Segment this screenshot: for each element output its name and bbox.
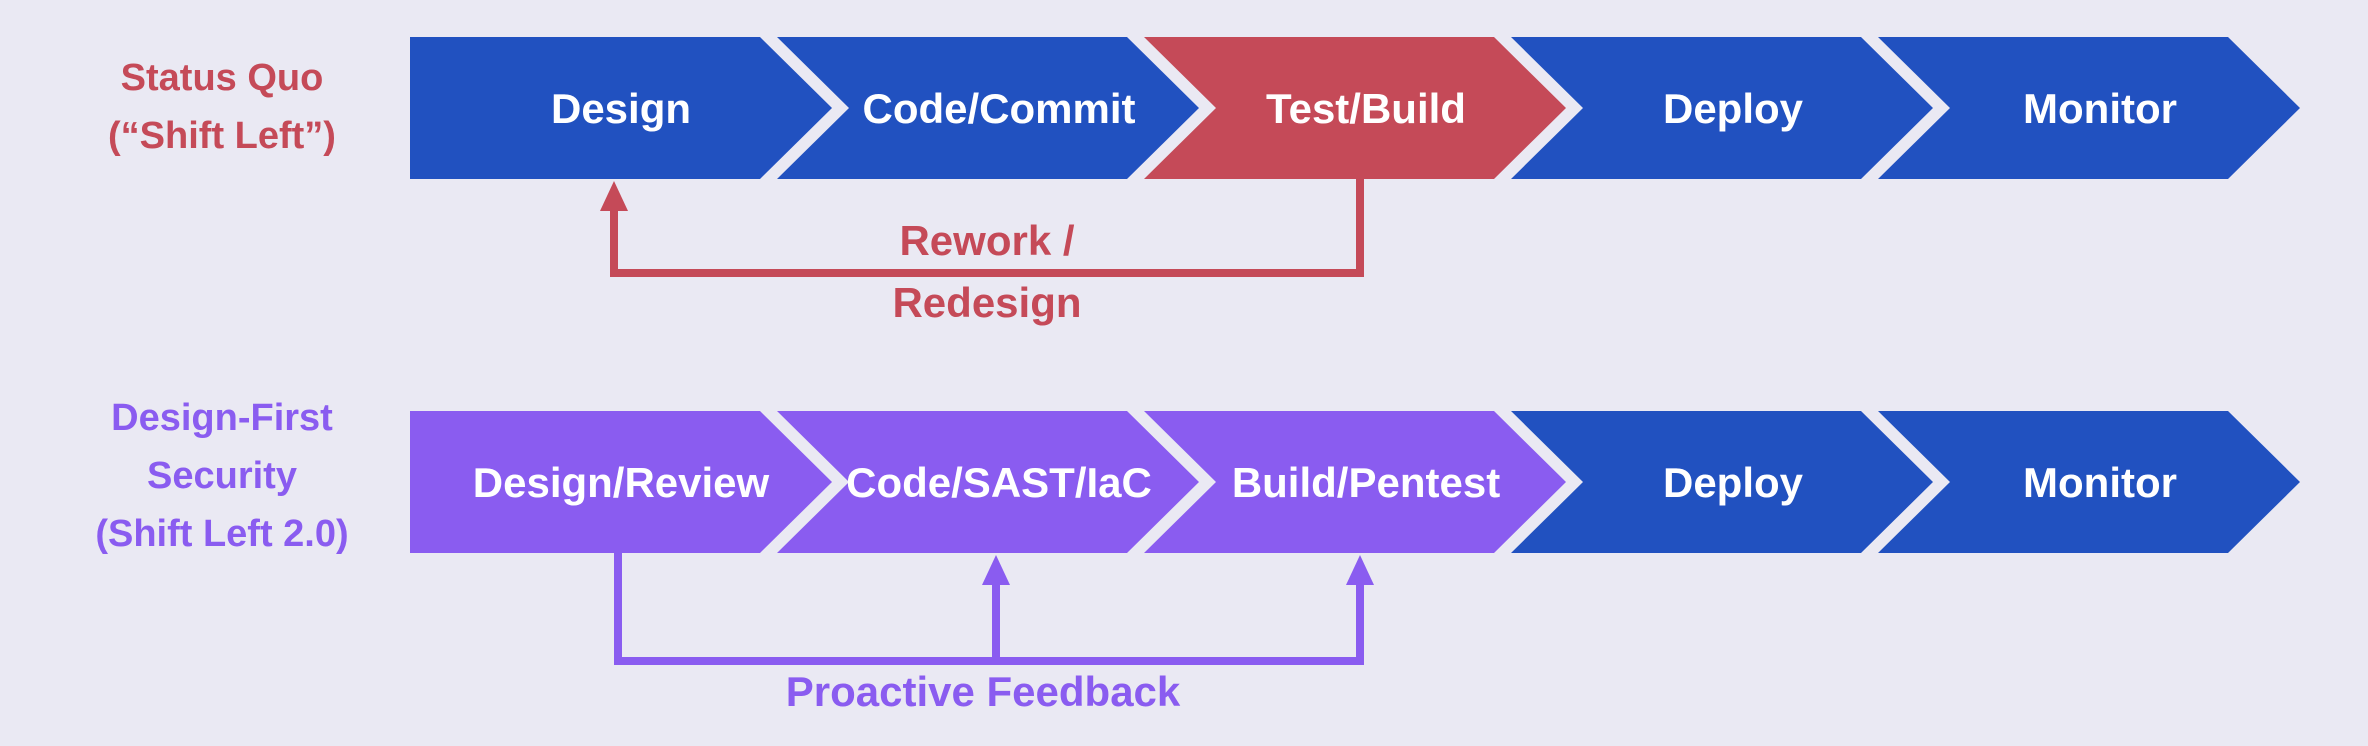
stage-chevron-code-commit (777, 37, 1199, 179)
stage-chevron-deploy-2 (1511, 411, 1933, 553)
stage-chevron-design (410, 37, 832, 179)
stage-chevron-test-build (1144, 37, 1566, 179)
arrowhead-up-icon (600, 181, 628, 211)
stage-label-test-build: Test/Build (1266, 85, 1466, 132)
status-quo-row-title: Status Quo (“Shift Left”) (108, 57, 336, 157)
stage-label-monitor: Monitor (2023, 85, 2177, 132)
status-quo-title-line-2: (“Shift Left”) (108, 115, 336, 157)
stage-label-deploy-2: Deploy (1663, 459, 1804, 506)
stage-chevron-monitor (1878, 37, 2300, 179)
status-quo-title-line-1: Status Quo (121, 57, 324, 99)
arrowhead-up-icon (1346, 555, 1374, 585)
rework-feedback-label-line-2: Redesign (892, 279, 1081, 326)
arrowhead-up-icon (982, 555, 1010, 585)
stage-chevron-code-sast-iac (777, 411, 1199, 553)
stage-chevron-monitor-2 (1878, 411, 2300, 553)
rework-feedback-arrow: Rework / Redesign (600, 179, 1364, 326)
design-first-title-line-3: (Shift Left 2.0) (95, 513, 348, 555)
stage-label-code-sast-iac: Code/SAST/IaC (846, 459, 1152, 506)
design-first-title-line-2: Security (147, 455, 297, 497)
design-first-row-title: Design-First Security (Shift Left 2.0) (95, 397, 348, 555)
proactive-feedback-line (614, 553, 1364, 665)
rework-feedback-label-line-1: Rework / (899, 217, 1074, 264)
proactive-feedback-arrow: Proactive Feedback (614, 553, 1374, 715)
stage-label-code-commit: Code/Commit (863, 85, 1136, 132)
stage-chevron-deploy (1511, 37, 1933, 179)
stage-label-design-review: Design/Review (473, 459, 770, 506)
design-first-security-row: Design-First Security (Shift Left 2.0) D… (95, 397, 2300, 715)
status-quo-row: Status Quo (“Shift Left”) Design Code/Co… (108, 37, 2300, 326)
stage-label-monitor-2: Monitor (2023, 459, 2177, 506)
stage-label-build-pentest: Build/Pentest (1232, 459, 1500, 506)
design-first-title-line-1: Design-First (111, 397, 333, 439)
stage-label-deploy: Deploy (1663, 85, 1804, 132)
stage-chevron-design-review (410, 411, 832, 553)
proactive-feedback-label: Proactive Feedback (786, 668, 1181, 715)
stage-label-design: Design (551, 85, 691, 132)
rework-feedback-line (610, 179, 1364, 277)
stage-chevron-build-pentest (1144, 411, 1566, 553)
